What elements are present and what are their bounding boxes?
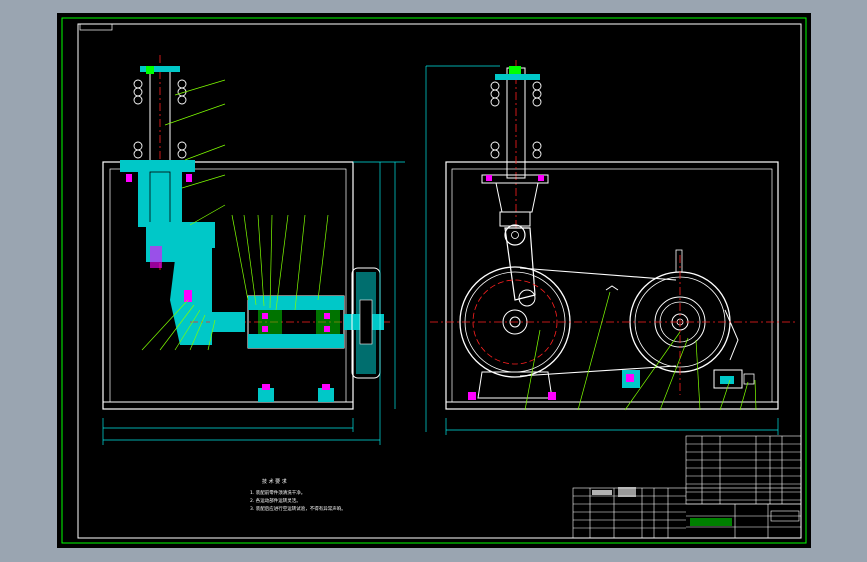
right-front-view[interactable] <box>425 60 795 435</box>
spring-cap-top <box>140 66 180 72</box>
title-block[interactable] <box>572 435 802 539</box>
spring-icon <box>133 79 187 159</box>
bolt-icon <box>186 174 192 182</box>
bolt-icon <box>126 174 132 182</box>
bolt-icon <box>184 290 192 302</box>
drive-belt <box>519 267 677 281</box>
left-leaders <box>141 79 329 351</box>
spring-icon <box>490 81 542 159</box>
stamp-mark <box>690 518 732 526</box>
flange-plate <box>120 160 195 172</box>
stamp-mark <box>770 510 800 522</box>
drawing-number-box <box>79 23 113 31</box>
right-dimensions <box>425 65 779 435</box>
title-block-frame <box>572 487 802 539</box>
housing-outline <box>102 161 354 410</box>
housing-outline-right <box>445 161 779 410</box>
left-section-view[interactable] <box>102 55 405 445</box>
technical-notes: 技 术 要 求 1. 装配前零件须清洗干净。 2. 各运动部件运转灵活。 3. … <box>250 478 346 512</box>
flywheel-icon <box>351 267 381 379</box>
note-line: 1. 装配前零件须清洗干净。 <box>250 489 305 496</box>
left-dimensions <box>102 161 405 445</box>
note-line: 3. 装配后应进行空运转试验，不得有异常声响。 <box>250 505 346 512</box>
inner-frame <box>77 23 802 539</box>
notes-title: 技 术 要 求 <box>262 478 287 485</box>
outer-frame <box>61 17 807 544</box>
right-leaders <box>524 291 757 411</box>
slider-block <box>138 172 182 227</box>
note-line: 2. 各运动部件运转灵活。 <box>250 497 301 504</box>
